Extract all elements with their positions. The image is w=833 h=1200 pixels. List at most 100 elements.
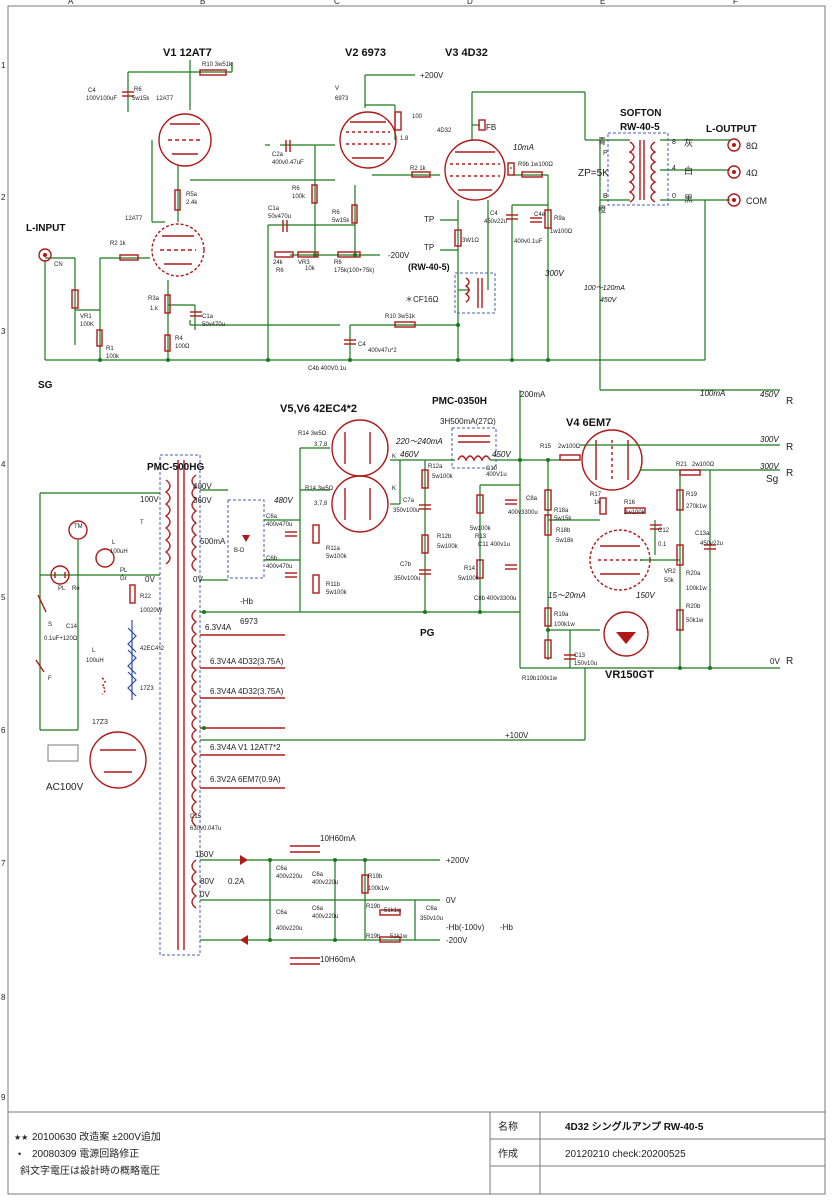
part-c6bv: 400v470u [266,564,292,570]
part-r6e: R6 [334,260,342,266]
voltage-300v: 300V [545,269,564,278]
output-4ohm: 4Ω [746,168,758,178]
rail-450v: 450V [760,390,779,399]
label-rw-paren: (RW-40-5) [408,262,450,272]
psu-0v: 0V [200,890,210,899]
current-200ma: 200mA [520,390,546,399]
part-v6973b: 6973 [335,96,349,102]
part-f: F [48,676,52,682]
part-c13: C13 [574,653,586,659]
junction-dots [98,253,712,942]
part-v6973: V [335,86,339,92]
part-c6d: C6a [312,872,324,878]
part-pl2: PL [120,568,128,574]
grid-row-4: 4 [1,460,6,469]
transformer-labels: 400V 360V 500mA 0V 100V 0V -Hb 6.3V4A 69… [140,482,513,964]
part-c6cv: 400v220u [276,874,302,880]
psu-out-hb100: -Hb(-100v) [446,923,485,932]
part-r10b: R10 3w51k [385,314,416,320]
title-made-value: 20120210 check:20200525 [565,1149,686,1160]
heater-2: 6.3V4A 4D32(3.75A) [210,657,284,666]
tap-4: 4 [672,165,676,172]
part-r15v: 2w100Ω [558,444,581,450]
tube-vr150 [603,611,649,657]
label-l-input: L-INPUT [26,223,65,234]
part-r18a: R18a [554,508,569,514]
part-r9a: R9a [554,216,566,222]
part-c6fv: 400v220u [312,914,338,920]
rail-p100: +100V [505,731,529,740]
tube-v3 [444,139,506,201]
part-r15: R15 [540,444,552,450]
part-r20b: R20b [686,604,701,610]
part-r12a: R12a [428,464,443,470]
part-c11: C11 400v1u [478,542,510,548]
title-name-label: 名称 [498,1120,518,1133]
label-sg: SG [38,380,53,391]
voltage-480v: 480V [274,496,293,505]
output-color-gray: 灰 [684,137,693,148]
part-c6ev: 400v220u [276,926,302,932]
part-ec4: 42EC4*2 [140,646,165,652]
part-t: T [140,520,144,526]
part-c13av: 450v22u [700,541,723,547]
part-r11av: 5w100k [326,554,348,560]
part-r13v: 5w100k [470,526,492,532]
label-ac100v: AC100V [46,782,84,793]
title-block: 名称 4D32 シングルアンプ RW-40-5 作成 20120210 chec… [498,1120,704,1160]
part-c4: C4 [88,88,96,94]
current-100ma: 100mA [700,389,725,398]
part-r13: R13 [475,534,487,540]
part-c6f: C6a [312,906,324,912]
output-labels: 8Ω 4Ω COM 灰 白 黒 8 4 0 P B 青 橙 [598,136,767,214]
label-rw: RW-40-5 [620,122,660,133]
part-r17v: 1k [594,500,601,506]
rail-0v: 0V [770,657,780,666]
part-r11bv: 5w100k [326,590,348,596]
part-r19av: 100k1w [554,622,575,628]
part-vr2v: 50k [664,578,675,584]
title-name-value: 4D32 シングルアンプ RW-40-5 [565,1120,704,1133]
label-cf16: ＊CF16Ω [405,295,439,304]
part-r20av: 100k1w [686,586,707,592]
part-cn: CN [54,262,63,268]
output-color-white: 白 [684,165,693,176]
label-pmc500: PMC-500HG [147,462,204,473]
grid-row-7: 7 [1,859,6,868]
part-r3v: 24k [273,260,284,266]
tap-100v: 100V [140,495,159,504]
part-c15v: 630v0.047u [190,826,221,832]
grid-col-b: B [200,0,205,6]
psu-out-m200: -200V [446,936,468,945]
part-c6a: C6a [266,514,278,520]
part-c1a2: C1a [202,314,214,320]
part-c12: C12 [658,528,670,534]
part-c1a2v: 50v470u [202,322,225,328]
current-220ma: 220～240mA [395,437,443,446]
part-r14a: R14 3w5Ω [298,431,327,437]
grid-row-1: 1 [1,61,6,70]
amp-wiring [44,60,780,391]
part-r6ev: 175k(100+75k) [334,268,374,274]
part-r6dv: 5w15k [332,218,350,224]
tap-8: 8 [672,139,676,146]
grid-col-f: F [733,0,738,6]
part-r20a: R20a [686,571,701,577]
part-c7b: C7b [400,562,412,568]
title-made-label: 作成 [498,1148,518,1160]
part-c4ev: 400v0.1uF [514,239,543,245]
part-r4v: 100Ω [175,344,190,350]
part-r12b: R12b [437,534,452,540]
part-c7bv: 350v100u [394,576,420,582]
part-r18b: R18b [556,528,571,534]
part-c4dv: 450v22u [484,219,507,225]
choke-10h-2: 10H60mA [320,955,356,964]
tap-0v-pri: 0V [145,575,155,584]
tap-500ma: 500mA [200,537,226,546]
part-vr3: VR3 [298,260,310,266]
part-r19: R19 [686,492,698,498]
part-z3s: 17Z3 [140,686,154,692]
part-c4cv: 400v47u*2 [368,348,397,354]
rail-m200: -200V [388,251,410,260]
